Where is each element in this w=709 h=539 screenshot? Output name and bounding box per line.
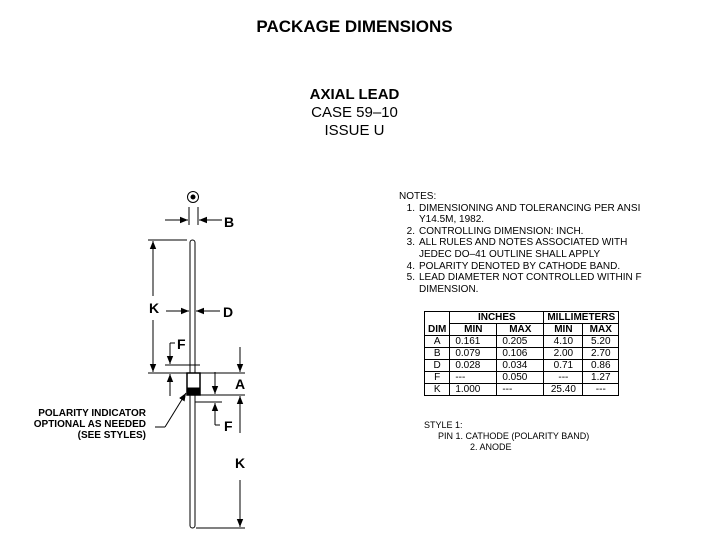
polarity-leader — [164, 392, 187, 428]
col-header: DIM — [423, 323, 451, 336]
dim-cell: F — [423, 371, 451, 384]
package-name: AXIAL LEAD — [309, 86, 400, 103]
dim-cell: B — [423, 347, 451, 360]
label-k-top: K — [149, 300, 159, 316]
group-header-mm: MILLIMETERS — [543, 311, 620, 324]
value-cell: 0.71 — [543, 359, 584, 372]
note-line: LEAD DIAMETER NOT CONTROLLED WITHIN F — [419, 272, 642, 284]
note-line: JEDEC DO–41 OUTLINE SHALL APPLY — [419, 248, 601, 260]
label-d: D — [223, 304, 233, 320]
note-line: Y14.5M, 1982. — [419, 214, 485, 226]
value-cell: --- — [543, 371, 584, 384]
value-cell: 2.00 — [543, 347, 584, 360]
note-item: 4. POLARITY DENOTED BY CATHODE BAND. — [399, 261, 642, 273]
note-line: DIMENSION. — [419, 283, 479, 295]
note-line: ALL RULES AND NOTES ASSOCIATED WITH — [419, 237, 628, 249]
value-cell: 0.205 — [496, 335, 545, 348]
blank-header — [423, 311, 451, 324]
label-b: B — [224, 214, 234, 230]
note-item: 2. CONTROLLING DIMENSION: INCH. — [399, 226, 642, 238]
dim-cell: K — [423, 383, 451, 396]
col-header: MAX — [582, 323, 620, 336]
style-pin2: 2. ANODE — [470, 442, 512, 452]
note-line: CONTROLLING DIMENSION: INCH. — [419, 225, 584, 237]
style-note: STYLE 1: PIN 1. CATHODE (POLARITY BAND) … — [424, 420, 589, 453]
style-pin1: PIN 1. CATHODE (POLARITY BAND) — [438, 431, 590, 441]
polarity-line: (SEE STYLES) — [77, 430, 146, 441]
note-line: POLARITY DENOTED BY CATHODE BAND. — [419, 260, 621, 272]
label-k-bottom: K — [235, 455, 245, 471]
notes-heading: NOTES: — [399, 191, 437, 202]
note-num: 5. — [406, 272, 415, 284]
polarity-indicator-note: POLARITY INDICATOR OPTIONAL AS NEEDED (S… — [20, 408, 146, 441]
end-view-dot — [190, 194, 196, 200]
label-f-bottom: F — [224, 418, 233, 434]
page-title: PACKAGE DIMENSIONS — [256, 17, 453, 36]
note-num: 1. — [406, 202, 415, 214]
value-cell: --- — [496, 383, 545, 396]
dim-cell: A — [423, 335, 451, 348]
cathode-band — [186, 387, 201, 396]
value-cell: 0.106 — [496, 347, 545, 360]
case-number: CASE 59–10 — [311, 104, 398, 121]
value-cell: 5.20 — [582, 335, 620, 348]
style-heading: STYLE 1: — [424, 420, 463, 430]
value-cell: --- — [582, 383, 620, 396]
label-f-top: F — [177, 336, 186, 352]
col-header: MAX — [496, 323, 545, 336]
value-cell: 0.161 — [449, 335, 498, 348]
value-cell: 0.034 — [496, 359, 545, 372]
value-cell: 1.000 — [449, 383, 498, 396]
value-cell: --- — [449, 371, 498, 384]
value-cell: 0.079 — [449, 347, 498, 360]
value-cell: 25.40 — [543, 383, 584, 396]
value-cell: 1.27 — [582, 371, 620, 384]
note-num: 4. — [406, 260, 415, 272]
table-row: F---0.050---1.27 — [423, 371, 620, 384]
issue: ISSUE U — [324, 122, 385, 139]
polarity-line: POLARITY INDICATOR — [38, 408, 146, 419]
dim-cell: D — [423, 359, 451, 372]
note-num: 3. — [406, 237, 415, 249]
dimensions-table: INCHES MILLIMETERS DIM MIN MAX MIN MAX A… — [423, 311, 620, 396]
polarity-line: OPTIONAL AS NEEDED — [33, 419, 146, 430]
value-cell: 0.86 — [582, 359, 620, 372]
label-a: A — [235, 376, 245, 392]
note-num: 2. — [406, 225, 415, 237]
notes: NOTES: 1. DIMENSIONING AND TOLERANCING PE… — [399, 191, 642, 295]
value-cell: 0.050 — [496, 371, 545, 384]
group-header-inches: INCHES — [449, 311, 545, 324]
value-cell: 4.10 — [543, 335, 584, 348]
note-line: DIMENSIONING AND TOLERANCING PER ANSI — [419, 202, 641, 214]
col-header: MIN — [543, 323, 584, 336]
value-cell: 0.028 — [449, 359, 498, 372]
end-view-circle — [187, 191, 199, 203]
value-cell: 2.70 — [582, 347, 620, 360]
col-header: MIN — [449, 323, 498, 336]
